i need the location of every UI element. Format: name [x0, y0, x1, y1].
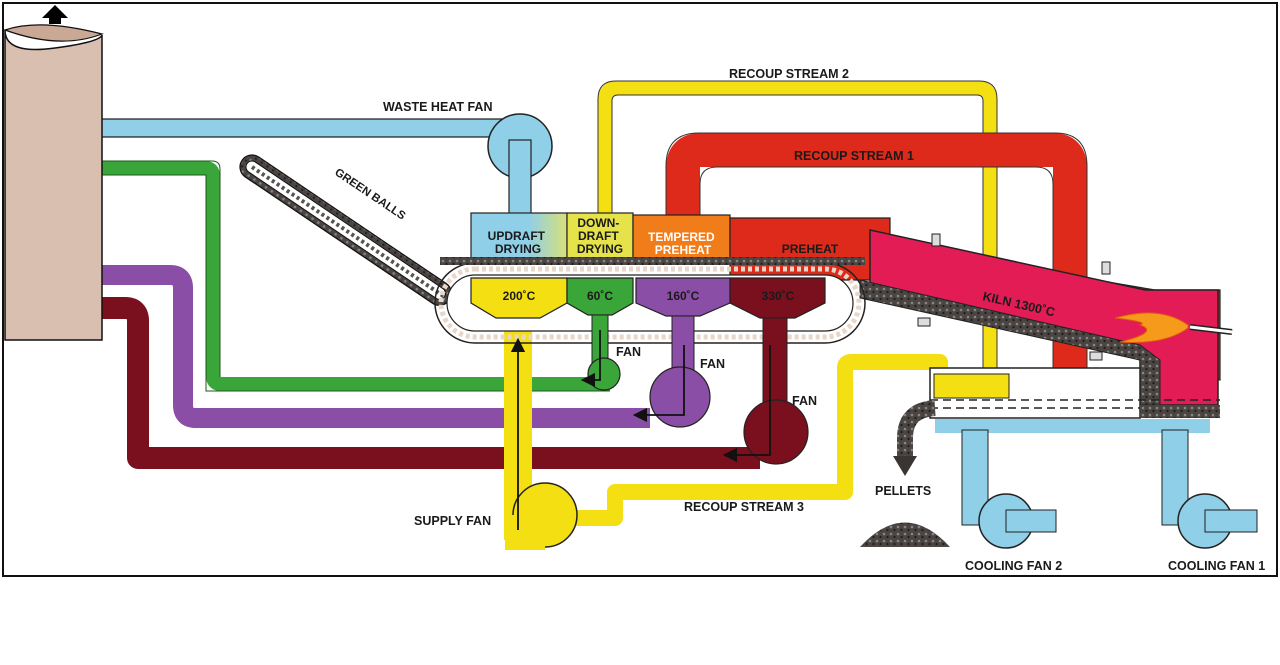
waste-heat-duct-outline: [100, 118, 520, 138]
kiln-fitting: [917, 317, 931, 327]
green-balls-conveyor: [239, 154, 452, 306]
temp-60-label: 60˚C: [587, 289, 613, 303]
flow-arrow-icon: [580, 330, 601, 388]
purple-fan-label: FAN: [700, 357, 725, 371]
recoup-stream-3-duct: [530, 354, 948, 526]
windbox-60: [566, 277, 634, 316]
cooling-fan-2-label: COOLING FAN 2: [965, 559, 1062, 573]
supply-fan-base: [505, 515, 545, 550]
maroon-fan: [743, 399, 809, 465]
cooler-yellow-inlet: [933, 373, 1010, 399]
green-duct-edge: [100, 160, 610, 392]
pellet-discharge-chute: [897, 400, 936, 460]
recoup-stream-3-label: RECOUP STREAM 3: [684, 500, 804, 514]
recoup-stream-1-edge: [665, 132, 1088, 368]
purple-fan: [649, 366, 711, 428]
exhaust-stack-top: [3, 24, 104, 42]
cooling-fan-2-outlet: [1005, 509, 1057, 533]
kiln-fitting: [1089, 351, 1103, 361]
cooling-fan-1-label: COOLING FAN 1: [1168, 559, 1265, 573]
maroon-fan-label: FAN: [792, 394, 817, 408]
updraft-drying-label: UPDRAFT DRYING: [488, 229, 549, 256]
preheat-label: PREHEAT: [782, 242, 839, 256]
pellet-discharge-arrow-icon: [893, 456, 917, 476]
recoup-stream-1-duct: [666, 133, 1087, 368]
diagram-frame: [2, 2, 1278, 577]
tempered-preheat-label: TEMPERED PREHEAT: [648, 230, 718, 257]
updraft-drying-zone: [470, 212, 568, 262]
cooler-bed: [1140, 405, 1220, 418]
purple-duct: [100, 265, 650, 428]
flow-arrow-icon: [632, 345, 685, 423]
kiln-fitting: [1101, 261, 1111, 275]
burner-pipe-inner: [1189, 325, 1233, 334]
temp-330-label: 330˚C: [762, 289, 795, 303]
waste-heat-fan-label: WASTE HEAT FAN: [383, 100, 493, 114]
exhaust-stack: [4, 29, 103, 341]
cooling-fan-1-outlet: [1204, 509, 1258, 533]
pellets-label: PELLETS: [875, 484, 931, 498]
maroon-duct: [100, 297, 760, 469]
downdraft-drying-zone: [566, 212, 634, 262]
downdraft-drying-label: DOWN- DRAFT DRYING: [577, 216, 623, 256]
green-duct: [100, 161, 610, 391]
temp-160-label: 160˚C: [667, 289, 700, 303]
up-arrow-icon: [42, 5, 68, 24]
recoup-stream-1-label: RECOUP STREAM 1: [794, 149, 914, 163]
green-fan-label: FAN: [616, 345, 641, 359]
burner-flame-icon: [1114, 312, 1189, 343]
windbox-330: [729, 277, 826, 319]
kiln-fitting: [931, 233, 941, 247]
temp-200-label: 200˚C: [503, 289, 536, 303]
green-fan: [587, 357, 621, 391]
recoup-stream-2-label: RECOUP STREAM 2: [729, 67, 849, 81]
recoup-stream-2-duct: [598, 81, 997, 380]
supply-fan-label: SUPPLY FAN: [414, 514, 491, 528]
pellet-pile: [860, 522, 950, 547]
flow-arrow-icon: [722, 345, 771, 463]
waste-heat-fan-outlet: [508, 139, 532, 216]
recoup-stream-2-edge: [597, 80, 998, 380]
